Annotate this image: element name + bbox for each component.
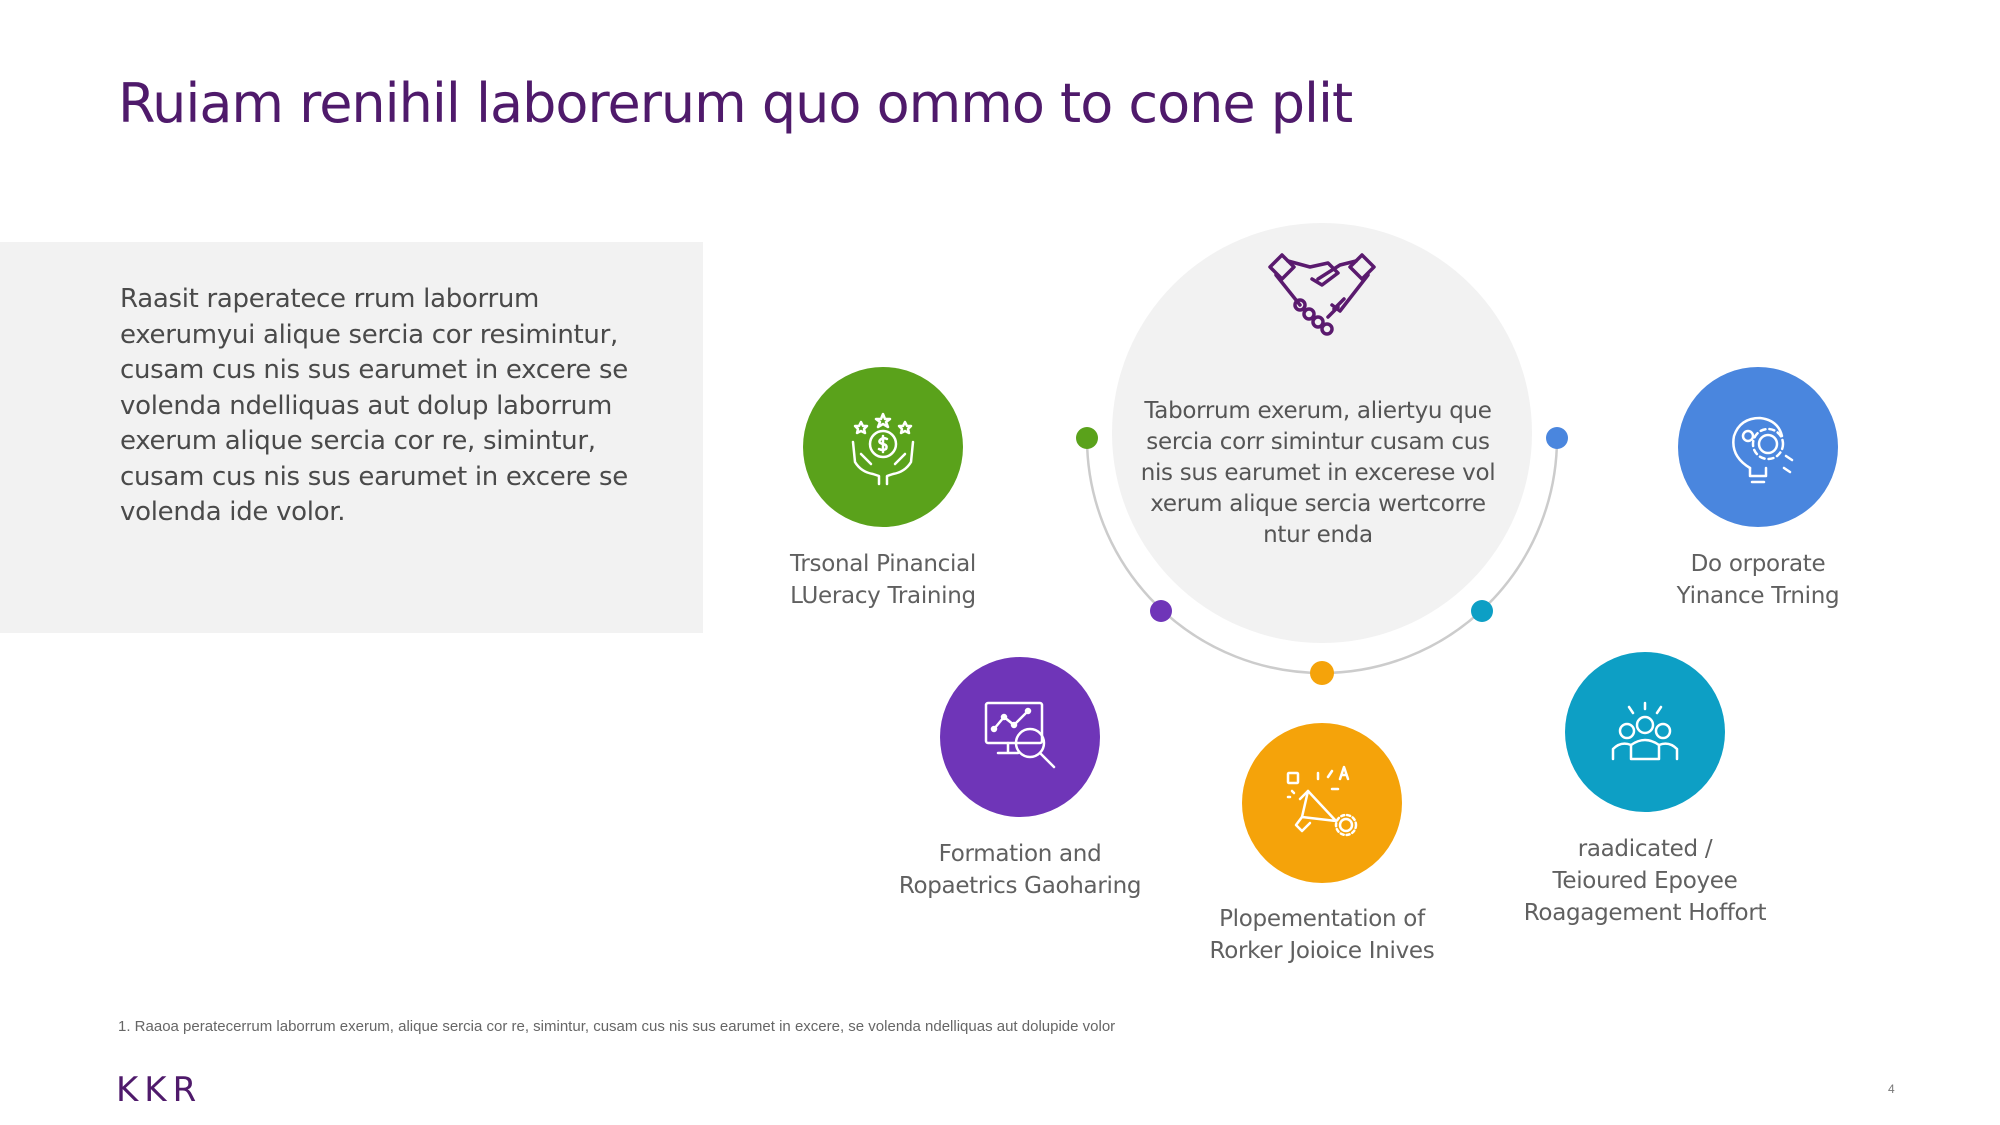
megaphone-icon (1286, 765, 1358, 837)
item-circle-corporate-finance (1678, 367, 1838, 527)
label-corporate-finance: Do orporate Yinance Trning (1676, 551, 1840, 609)
label-engagement: raadicated / Teioured Epoyee Roagagement… (1523, 836, 1767, 926)
footnote: 1. Raaoa peratecerrum laborrum exerum, a… (118, 1018, 1116, 1035)
center-circle (1112, 223, 1532, 643)
connector-dot-teal (1471, 600, 1493, 622)
slide-title: Ruiam renihil laborerum quo ommo to cone… (118, 72, 1353, 135)
lightbulb-gear-icon (1732, 416, 1794, 484)
team-icon (1611, 701, 1679, 761)
money-hands-icon (851, 412, 915, 486)
analytics-magnifier-icon (984, 701, 1056, 769)
intro-text: Raasit raperatece rrum laborrum exerumyu… (120, 284, 628, 527)
item-circle-formation (940, 657, 1100, 817)
intro-panel (0, 242, 703, 633)
connector-dot-blue (1546, 427, 1568, 449)
label-financial-literacy: Trsonal Pinancial LUeracy Training (790, 551, 976, 609)
handshake-icon (1268, 253, 1376, 336)
label-implementation: Plopementation of Rorker Joioice Inives (1209, 906, 1435, 964)
page-number: 4 (1888, 1082, 1895, 1096)
center-text: Taborrum exerum, aliertyu que sercia cor… (1140, 398, 1496, 548)
label-formation: Formation and Ropaetrics Gaoharing (898, 841, 1142, 899)
item-circle-implementation (1242, 723, 1402, 883)
connector-dot-orange (1310, 661, 1334, 685)
connector-dot-green (1076, 427, 1098, 449)
kkr-logo: KKR (116, 1070, 203, 1110)
connector-dot-purple (1150, 600, 1172, 622)
